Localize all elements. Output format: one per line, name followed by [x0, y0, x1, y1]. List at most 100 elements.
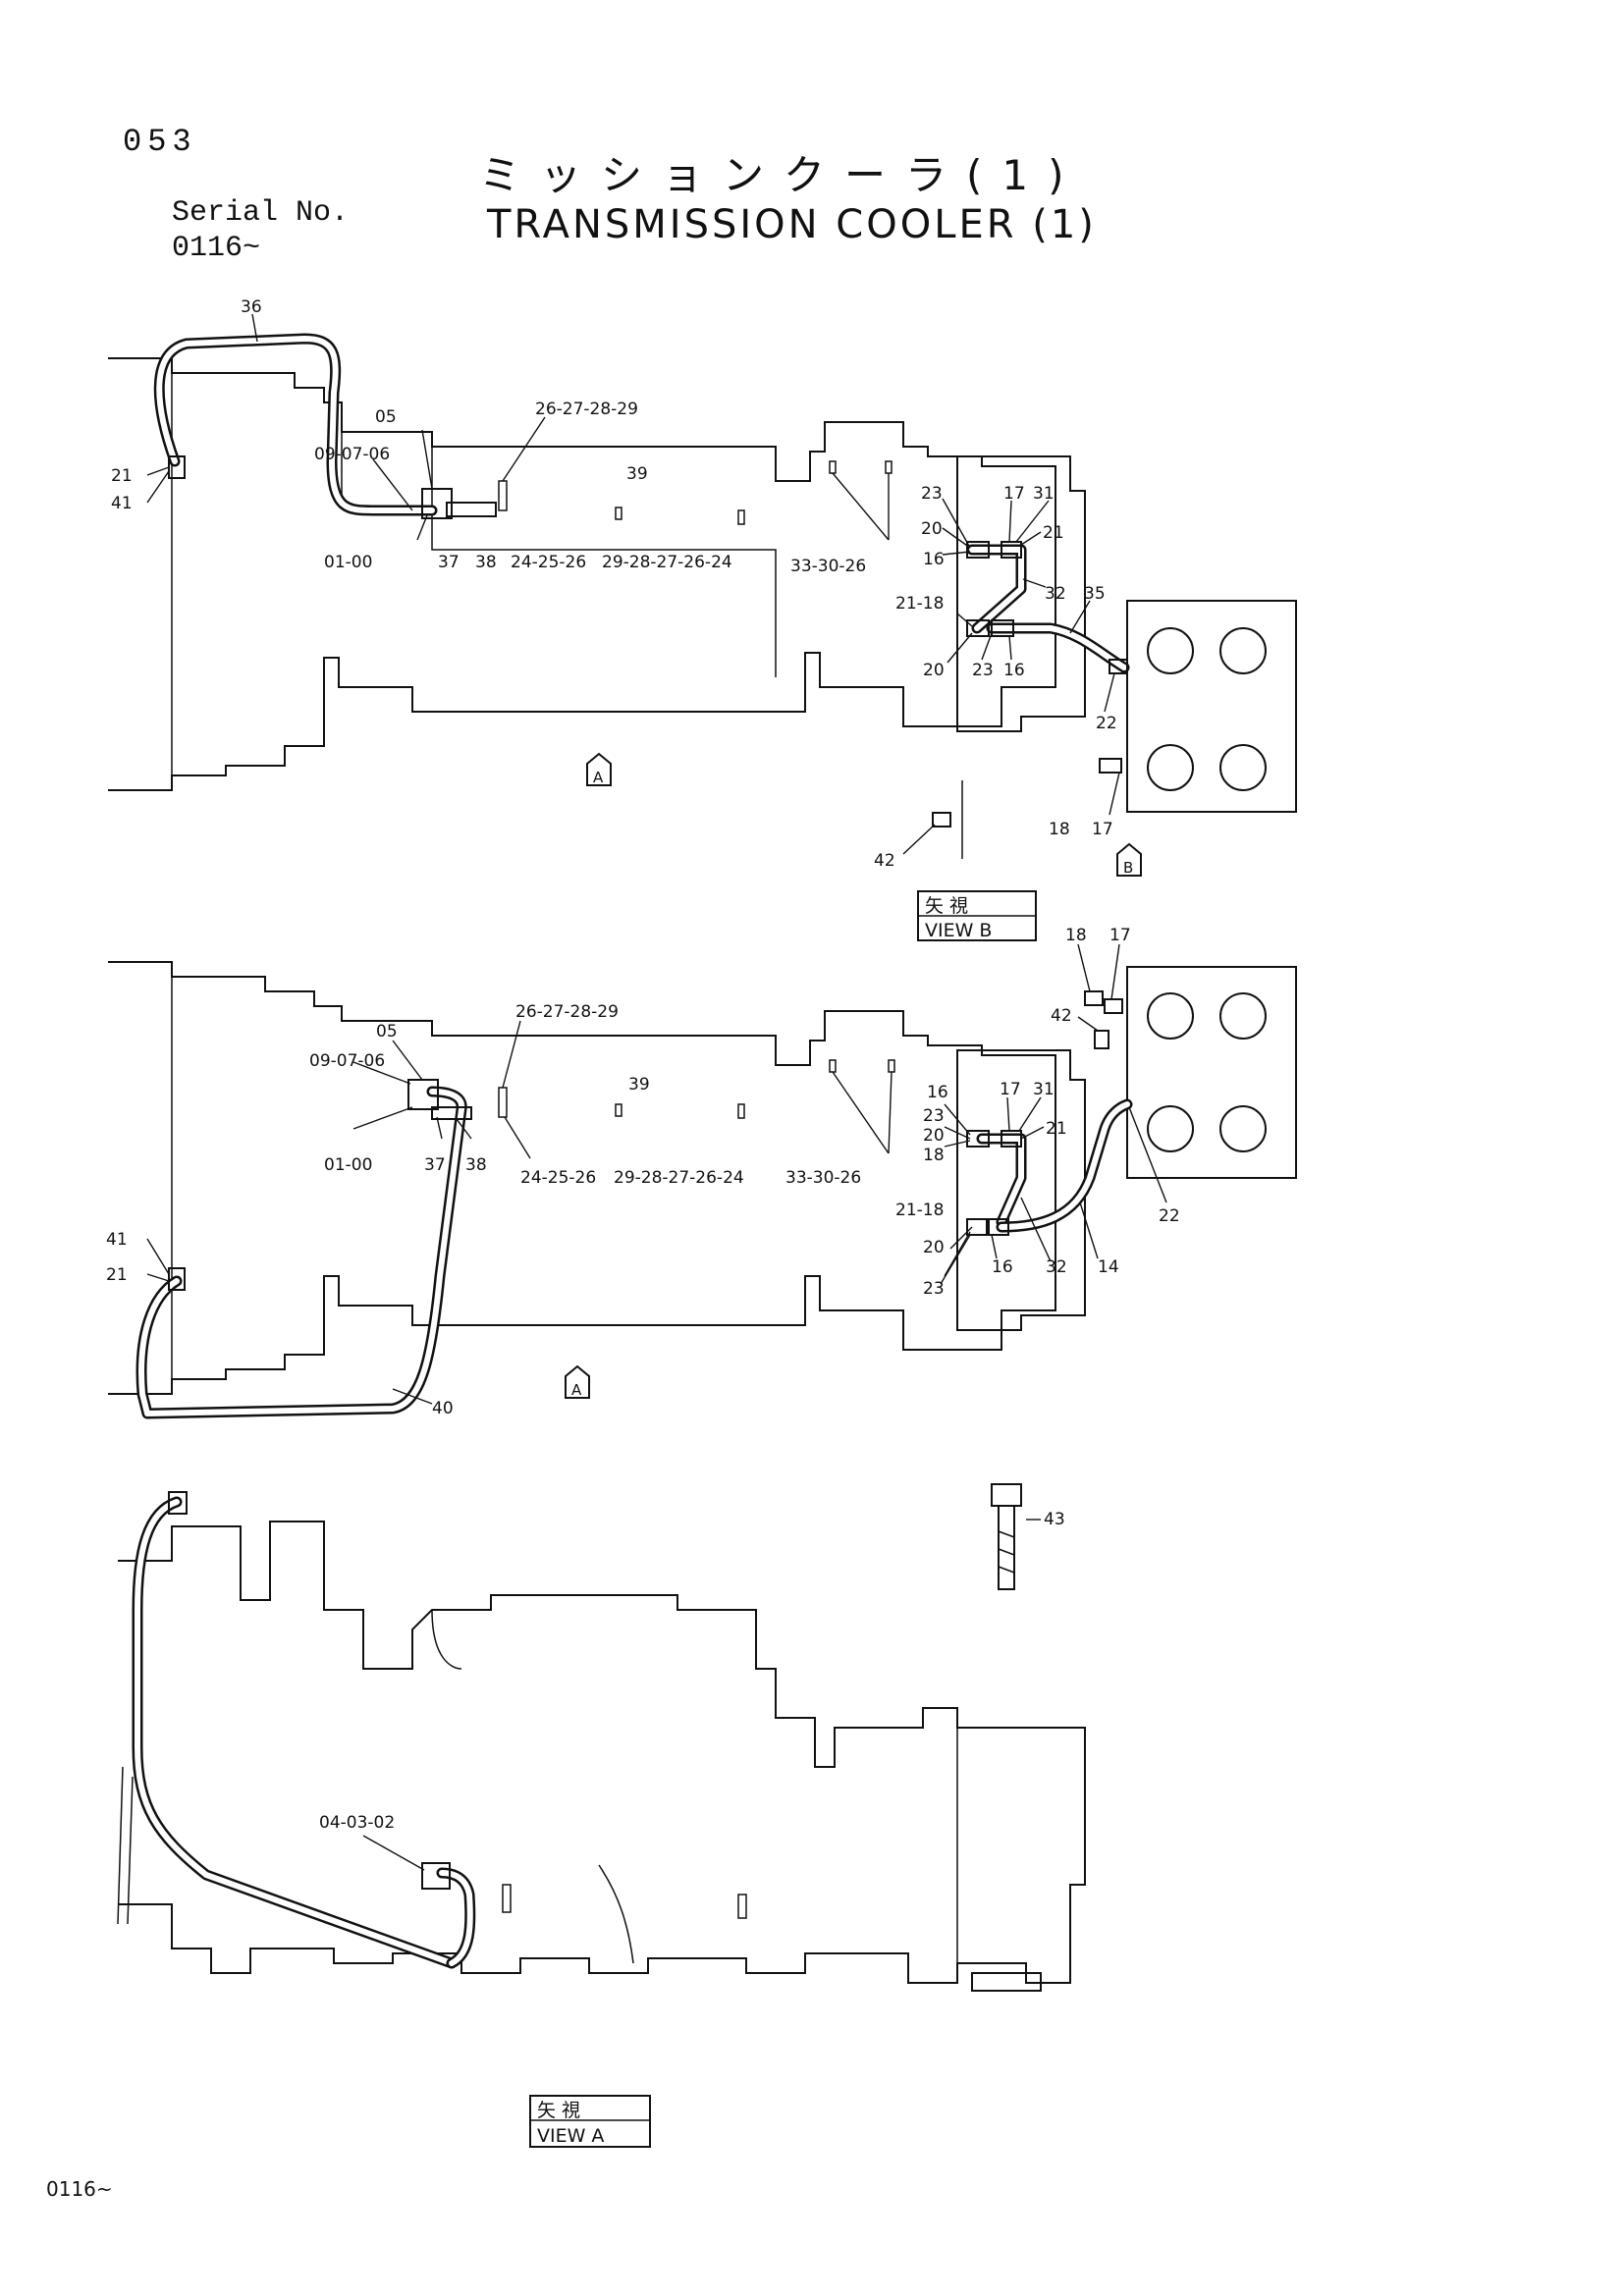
side-rod-2 [127, 1776, 134, 1925]
title-english: TRANSMISSION COOLER (1) [487, 202, 1097, 247]
fitting-22-top [1109, 659, 1128, 674]
tee-16-second [966, 1130, 990, 1148]
valve-04-03-02 [421, 1862, 451, 1890]
fitting-18-top [1099, 758, 1122, 774]
cooler-port-6 [1219, 992, 1267, 1040]
label-36: 36 [241, 297, 262, 317]
side-fitting-rear [971, 1972, 1042, 1992]
label-31: 31 [1033, 484, 1055, 504]
svg-text:B: B [1123, 859, 1133, 877]
view-a-marker-1: A [586, 752, 612, 786]
label-41-second: 41 [106, 1230, 128, 1250]
label-39: 39 [626, 464, 648, 484]
label-21-18-second: 21-18 [895, 1201, 944, 1220]
label-21-18: 21-18 [895, 594, 944, 614]
svg-text:矢 視: 矢 視 [925, 895, 968, 917]
label-18b-second: 18 [923, 1146, 945, 1165]
fitting-18-second [1084, 990, 1104, 1006]
cooler-port-4 [1219, 744, 1267, 791]
label-22: 22 [1096, 714, 1117, 733]
label-29-28-27-26-24-second: 29-28-27-26-24 [614, 1168, 744, 1188]
clamp-33b-top [885, 460, 893, 474]
label-21: 21 [111, 466, 133, 486]
clip-side [168, 1491, 188, 1515]
fitting-42 [932, 812, 951, 828]
label-20b: 20 [923, 661, 945, 680]
cooler-block-second [1126, 966, 1297, 1179]
label-37-second: 37 [424, 1155, 446, 1175]
label-01-00: 01-00 [324, 553, 372, 572]
label-33-30-26: 33-30-26 [790, 557, 866, 576]
clamp-39-top [615, 507, 622, 520]
clip-21-second [168, 1267, 186, 1291]
label-23b-second: 23 [923, 1279, 945, 1299]
side-body-curve [431, 1609, 462, 1670]
label-40: 40 [432, 1399, 454, 1418]
label-37: 37 [438, 553, 460, 572]
label-09-07-06: 09-07-06 [314, 445, 390, 464]
label-42: 42 [874, 851, 895, 871]
label-17b: 17 [1092, 820, 1113, 839]
fitting-42-second [1094, 1030, 1109, 1049]
label-38-second: 38 [465, 1155, 487, 1175]
label-20-second: 20 [923, 1126, 945, 1146]
label-05: 05 [375, 407, 397, 427]
label-24-25-26-second: 24-25-26 [520, 1168, 596, 1188]
clamp-29-second [737, 1103, 745, 1119]
svg-text:矢 視: 矢 視 [537, 2100, 580, 2121]
hose-32-top [966, 544, 1027, 634]
clamp-33b-second [888, 1059, 895, 1073]
tee-20b-second [986, 1218, 1009, 1236]
side-rod-1 [117, 1766, 124, 1925]
page-number: 053 [123, 124, 197, 160]
clamp-33a-top [829, 460, 837, 474]
label-32-second: 32 [1046, 1257, 1067, 1277]
bolt-43 [991, 1483, 1022, 1590]
diagram-side-view: 04-03-02 矢 視 VIEW A [117, 1491, 1086, 2148]
bracket-24-top [498, 480, 508, 511]
tee-17-top [1001, 541, 1022, 559]
view-b-label-box: 矢 視 VIEW B [917, 890, 1037, 941]
valve-fitting-top [446, 502, 497, 517]
tee-16b-top [966, 619, 990, 637]
tee-16b-second [966, 1218, 990, 1236]
side-bracket-1 [502, 1884, 512, 1913]
label-17: 17 [1003, 484, 1025, 504]
label-21-right: 21 [1043, 523, 1064, 543]
label-33-30-26-second: 33-30-26 [785, 1168, 861, 1188]
frame-outline-second [108, 961, 1056, 1395]
label-01-00-second: 01-00 [324, 1155, 372, 1175]
label-20a: 20 [921, 519, 943, 539]
label-35: 35 [1084, 584, 1106, 604]
cooler-port-2 [1219, 627, 1267, 674]
valve-block-second [407, 1079, 439, 1110]
label-29-28-27-26-24: 29-28-27-26-24 [602, 553, 732, 572]
side-body-outline [118, 1521, 1086, 1984]
view-a-marker-2: A [565, 1364, 590, 1399]
side-curve-detail [598, 1864, 634, 1964]
cooler-block-top [1126, 600, 1297, 813]
hose-32-second [976, 1133, 1027, 1228]
label-16b-second: 16 [992, 1257, 1013, 1277]
hose-40 [135, 1086, 467, 1419]
label-43: 43 [1044, 1510, 1065, 1529]
label-09-07-06-second: 09-07-06 [309, 1051, 385, 1071]
cooler-port-3 [1147, 744, 1194, 791]
diagram-second-view: A [106, 926, 1297, 1590]
label-21-second: 21 [1046, 1119, 1067, 1139]
label-42-second: 42 [1051, 1006, 1072, 1026]
label-16a: 16 [923, 550, 945, 569]
side-bracket-2 [737, 1894, 747, 1919]
label-39-second: 39 [628, 1075, 650, 1095]
label-16b: 16 [1003, 661, 1025, 680]
svg-text:A: A [593, 769, 604, 786]
label-41: 41 [111, 494, 133, 513]
label-04-03-02: 04-03-02 [319, 1813, 395, 1833]
label-23a: 23 [921, 484, 943, 504]
svg-text:VIEW B: VIEW B [925, 920, 992, 941]
svg-text:VIEW A: VIEW A [537, 2125, 604, 2147]
tee-23b-top [991, 619, 1014, 637]
tee-16a-top [966, 541, 990, 559]
valve-fitting-second [431, 1106, 472, 1120]
